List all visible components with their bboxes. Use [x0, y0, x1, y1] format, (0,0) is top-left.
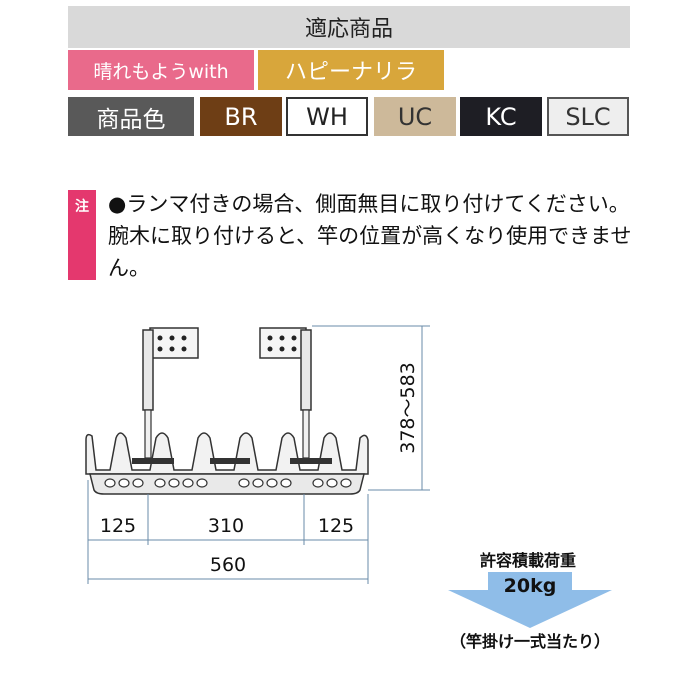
load-capacity-title: 許容積載荷重: [479, 551, 576, 570]
color-chip-uc: UC: [374, 97, 456, 136]
product-hareyou-with: 晴れもようwith: [68, 50, 254, 90]
left-offset-label: 125: [100, 515, 136, 537]
color-chip-kc: KC: [460, 97, 542, 136]
left-mounting-bracket: [142, 327, 199, 459]
hanger-body: [85, 432, 369, 495]
height-range-label: 378～583: [397, 362, 419, 454]
width-dimensions: [87, 480, 369, 584]
note-text: ●ランマ付きの場合、側面無目に取り付けてください。腕木に取り付けると、竿の位置が…: [108, 192, 632, 280]
right-offset-label: 125: [318, 515, 354, 537]
load-capacity-value: 20kg: [503, 575, 557, 597]
load-capacity-note: （竿掛け一式当たり）: [449, 632, 610, 651]
right-mounting-bracket: [259, 327, 312, 459]
product-happy-narira: ハピーナリラ: [258, 50, 444, 90]
height-dimension: [312, 325, 430, 491]
total-width-label: 560: [210, 554, 246, 576]
product-color-label: 商品色: [68, 97, 194, 136]
compatible-products-header: 適応商品: [68, 6, 630, 48]
center-span-label: 310: [208, 515, 244, 537]
note-tag: 注: [68, 190, 96, 280]
load-arrow-icon: [448, 572, 612, 628]
color-chip-wh: WH: [286, 97, 368, 136]
color-chip-br: BR: [200, 97, 282, 136]
color-chip-slc: SLC: [547, 97, 629, 136]
